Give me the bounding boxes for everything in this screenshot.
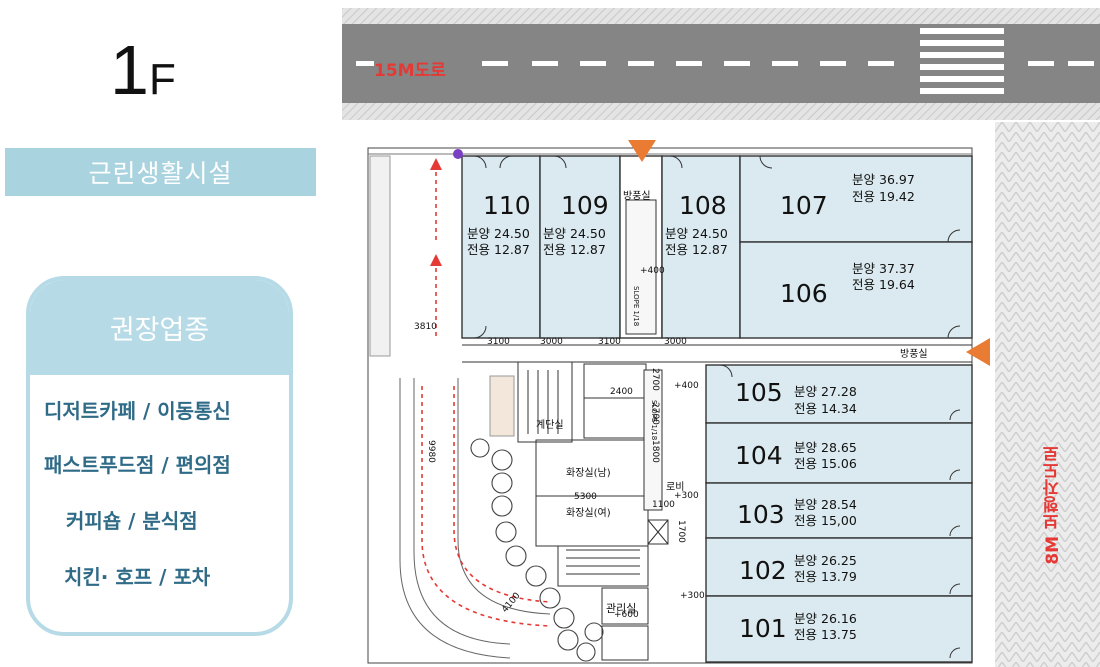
dimension-label: 2400 — [610, 387, 633, 397]
unit-102-number: 102 — [739, 556, 787, 585]
road-15m-label: 15M도로 — [374, 61, 446, 81]
level-label: +300 — [674, 491, 699, 501]
pedestrian-road-8m — [995, 122, 1100, 667]
unit-105-area — [705, 364, 973, 424]
units-right — [705, 364, 973, 663]
floor-number: 1 — [110, 31, 149, 109]
unit-103-exclusive: 전용 15,00 — [794, 513, 857, 528]
unit-101-exclusive: 전용 13.75 — [794, 627, 857, 642]
floor-suffix: F — [148, 55, 176, 104]
unit-103-area — [705, 482, 973, 539]
unit-110-area — [461, 155, 541, 339]
parking-curves — [399, 378, 551, 659]
unit-110-exclusive: 전용 12.87 — [467, 242, 530, 257]
unit-108-exclusive: 전용 12.87 — [665, 242, 728, 257]
unit-102-exclusive: 전용 13.79 — [794, 569, 857, 584]
unit-102-area — [705, 537, 973, 597]
dimension-label: 3100 — [487, 337, 510, 347]
recommended-business-box: 권장업종 디저트카페 / 이동통신 패스트푸드점 / 편의점 커피숍 / 분식점… — [26, 276, 293, 636]
stair-lower — [557, 545, 649, 587]
unit-102-sale: 분양 26.25 — [794, 553, 857, 568]
unit-109-area — [539, 155, 621, 339]
unit-103-number: 103 — [737, 500, 785, 529]
windbreak-top-label: 방풍실 — [623, 191, 651, 202]
unit-110-number: 110 — [483, 191, 531, 220]
unit-107-area — [739, 155, 973, 243]
lobby-label: 로비 — [666, 482, 685, 493]
unit-108-area — [661, 155, 741, 339]
windbreak-right-label: 방풍실 — [900, 349, 928, 360]
slope-ramp-top — [625, 199, 657, 335]
traffic-arrows — [421, 164, 551, 627]
unit-106-exclusive: 전용 19.64 — [852, 277, 915, 292]
unit-101-sale: 분양 26.16 — [794, 611, 857, 626]
unit-108-sale: 분양 24.50 — [665, 226, 728, 241]
category-banner: 근린생활시설 — [5, 148, 316, 196]
crosswalk — [920, 28, 1004, 94]
dimension-label: 5300 — [574, 492, 597, 502]
unit-103-sale: 분양 28.54 — [794, 497, 857, 512]
road-8m-label: 8M 보행자도로 — [1043, 445, 1063, 565]
unit-110-sale: 분양 24.50 — [467, 226, 530, 241]
dimension-label: 3000 — [540, 337, 563, 347]
unit-106-area — [739, 241, 973, 339]
unit-108-number: 108 — [679, 191, 727, 220]
management-room — [601, 587, 649, 625]
unit-105-number: 105 — [735, 378, 783, 407]
slope-label: SLOPE 1/18 — [650, 400, 658, 441]
road-15m — [342, 8, 1100, 120]
unit-101-area — [705, 595, 973, 663]
floor-plan — [367, 140, 990, 664]
level-label: +300 — [680, 591, 705, 601]
unit-105-exclusive: 전용 14.34 — [794, 401, 857, 416]
management-room-label: 관리실 — [606, 602, 637, 615]
unit-107-sale: 분양 36.97 — [852, 172, 915, 187]
unit-105-sale: 분양 27.28 — [794, 384, 857, 399]
slope-ramp — [643, 369, 663, 511]
unit-106-number: 106 — [780, 279, 828, 308]
entrance-marker-top — [628, 140, 656, 162]
arrow-heads — [430, 158, 442, 266]
restroom-f-label: 화장실(여) — [566, 508, 611, 519]
unit-107-number: 107 — [780, 191, 828, 220]
unit-101-number: 101 — [739, 614, 787, 643]
level-label: +400 — [674, 381, 699, 391]
dimension-label: 2700 — [650, 368, 660, 391]
slope-label: SLOPE 1/18 — [632, 286, 640, 327]
unit-104-sale: 분양 28.65 — [794, 440, 857, 455]
unit-104-exclusive: 전용 15.06 — [794, 456, 857, 471]
stair-core — [517, 361, 573, 443]
center-line-dashes — [356, 61, 1094, 66]
unit-109-exclusive: 전용 12.87 — [543, 242, 606, 257]
dimension-label: 3100 — [598, 337, 621, 347]
recommended-item: 커피숍 / 분식점 — [66, 509, 198, 533]
recommended-business-title: 권장업종 — [30, 280, 289, 375]
unit-109-number: 109 — [561, 191, 609, 220]
dimension-label: 1100 — [652, 500, 675, 510]
unit-107-exclusive: 전용 19.42 — [852, 189, 915, 204]
dimension-label: 3000 — [664, 337, 687, 347]
recommended-item: 디저트카페 / 이동통신 — [44, 399, 231, 423]
recommended-item: 패스트푸드점 / 편의점 — [44, 453, 231, 477]
marker-dot — [453, 149, 463, 159]
dimension-label: 1700 — [676, 520, 686, 543]
stair-room-label: 계단실 — [536, 420, 564, 431]
level-label: +400 — [640, 266, 665, 276]
unit-106-sale: 분양 37.37 — [852, 261, 915, 276]
unit-104-number: 104 — [735, 441, 783, 470]
restroom-m-label: 화장실(남) — [566, 468, 611, 479]
floor-label: 1F — [110, 35, 176, 105]
landscape-planting — [470, 438, 604, 662]
restroom-accessible-mid — [583, 397, 647, 439]
dimension-label: 3810 — [414, 322, 437, 332]
level-label: +600 — [614, 610, 639, 620]
dimension-label: 1800 — [650, 440, 660, 463]
dimension-label: 2700 — [650, 402, 660, 425]
unit-109-sale: 분양 24.50 — [543, 226, 606, 241]
dimension-label: 9980 — [426, 440, 436, 463]
entrance-marker-right — [966, 338, 990, 366]
recommended-item: 치킨· 호프 / 포차 — [64, 565, 211, 589]
